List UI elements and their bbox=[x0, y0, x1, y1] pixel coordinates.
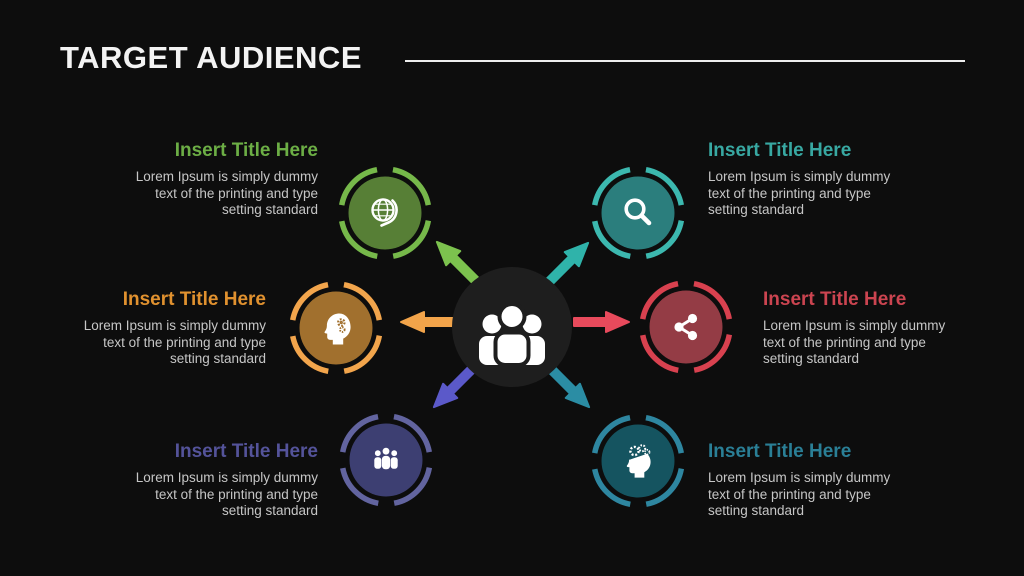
page-title: TARGET AUDIENCE bbox=[60, 40, 362, 75]
dashed-ring bbox=[639, 280, 733, 374]
arrow-to-top-left bbox=[435, 240, 480, 285]
item-circle bbox=[288, 280, 384, 376]
arrow-to-bottom-left bbox=[432, 364, 477, 409]
audience-group-icon bbox=[479, 301, 545, 365]
dashed-ring bbox=[591, 166, 685, 260]
item-title: Insert Title Here bbox=[122, 289, 266, 310]
item-body: Lorem Ipsum is simply dummy text of the … bbox=[135, 470, 318, 518]
item-title: Insert Title Here bbox=[174, 140, 318, 161]
people-group-icon bbox=[374, 447, 398, 470]
item-circle bbox=[337, 165, 433, 261]
item-title: Insert Title Here bbox=[763, 289, 907, 310]
item-title: Insert Title Here bbox=[708, 140, 852, 161]
item-circle bbox=[590, 165, 686, 261]
search-icon bbox=[624, 198, 652, 226]
item-circle bbox=[338, 412, 434, 508]
arrow-to-middle-left bbox=[400, 311, 457, 333]
item-body: Lorem Ipsum is simply dummy text of the … bbox=[708, 470, 891, 518]
item-title: Insert Title Here bbox=[708, 441, 852, 462]
arrow-to-bottom-right bbox=[546, 364, 591, 409]
arrow-to-top-right bbox=[545, 241, 590, 286]
item-circle bbox=[638, 279, 734, 375]
title-divider-line bbox=[405, 60, 965, 62]
head-gears-icon bbox=[324, 313, 351, 345]
share-icon bbox=[674, 313, 698, 341]
item-circle bbox=[590, 413, 686, 509]
item-body: Lorem Ipsum is simply dummy text of the … bbox=[135, 169, 318, 217]
globe-icon bbox=[371, 198, 398, 227]
center-hub-circle bbox=[452, 267, 572, 387]
dashed-ring bbox=[338, 166, 432, 260]
arrow-to-middle-right bbox=[573, 311, 630, 333]
brainstorm-icon bbox=[626, 444, 651, 478]
item-body: Lorem Ipsum is simply dummy text of the … bbox=[708, 169, 891, 217]
item-body: Lorem Ipsum is simply dummy text of the … bbox=[83, 318, 266, 366]
item-body: Lorem Ipsum is simply dummy text of the … bbox=[763, 318, 946, 366]
item-title: Insert Title Here bbox=[174, 441, 318, 462]
